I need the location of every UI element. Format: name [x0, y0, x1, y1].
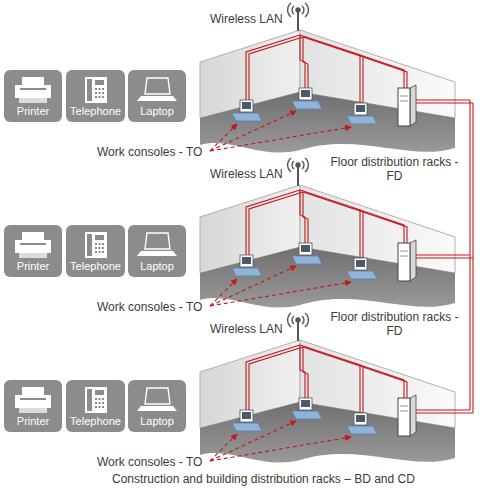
backbone-cable [472, 103, 473, 413]
icon-stroke [137, 406, 177, 411]
icon-stroke [145, 78, 170, 94]
device-tile: Telephone [66, 380, 125, 432]
device-tile: Telephone [66, 70, 125, 122]
device-name: Printer [17, 105, 49, 118]
device-icon [128, 73, 186, 107]
device-icon [4, 228, 62, 262]
icon-stroke [95, 88, 104, 98]
callout-label: Wireless LAN [208, 12, 285, 26]
icon-stroke [85, 387, 107, 413]
icon-stroke [19, 408, 47, 413]
callout-label: Floor distribution racks - FD [325, 155, 464, 183]
device-tile: Printer [4, 70, 62, 122]
device-icon [67, 228, 125, 262]
icon-stroke [20, 398, 46, 400]
device-icon [67, 73, 125, 107]
callout-label: Construction and building distribution r… [110, 472, 417, 486]
icon-stroke [145, 388, 170, 404]
icon-stroke [22, 232, 44, 241]
icon-stroke [19, 253, 47, 258]
icon-stroke [15, 240, 51, 253]
device-name: Laptop [140, 415, 174, 428]
callout-label: Floor distribution racks - FD [325, 310, 464, 338]
device-tile: Printer [4, 225, 62, 277]
icon-stroke [137, 251, 177, 256]
icon-stroke [22, 77, 44, 86]
icon-stroke [22, 387, 44, 396]
icon-stroke [19, 98, 47, 103]
icon-stroke [15, 395, 51, 408]
callout-label: Work consoles - TO [95, 455, 204, 469]
device-icon [67, 383, 125, 417]
backbone-cable [469, 100, 470, 410]
floor-level [200, 3, 473, 152]
device-icon [128, 228, 186, 262]
device-icon [4, 73, 62, 107]
callout-label: Work consoles - TO [95, 145, 204, 159]
device-name: Printer [17, 415, 49, 428]
device-tile: Printer [4, 380, 62, 432]
icon-stroke [20, 88, 46, 90]
callout-label: Wireless LAN [208, 322, 285, 336]
device-name: Printer [17, 260, 49, 273]
icon-stroke [137, 96, 177, 101]
callout-label: Work consoles - TO [95, 300, 204, 314]
icon-stroke [85, 232, 107, 258]
device-name: Telephone [70, 105, 121, 118]
icon-stroke [95, 243, 104, 253]
device-tile: Laptop [128, 70, 186, 122]
device-tile: Laptop [128, 380, 186, 432]
icon-stroke [87, 79, 92, 101]
icon-stroke [95, 80, 104, 85]
device-name: Laptop [140, 105, 174, 118]
icon-stroke [145, 233, 170, 249]
device-name: Laptop [140, 260, 174, 273]
icon-stroke [87, 389, 92, 411]
icon-stroke [87, 234, 92, 256]
device-name: Telephone [70, 260, 121, 273]
device-icon [128, 383, 186, 417]
device-icon [4, 383, 62, 417]
icon-stroke [95, 390, 104, 395]
icon-stroke [95, 235, 104, 240]
device-tile: Laptop [128, 225, 186, 277]
icon-stroke [20, 243, 46, 245]
device-name: Telephone [70, 415, 121, 428]
icon-stroke [95, 398, 104, 408]
icon-stroke [15, 85, 51, 98]
icon-stroke [85, 77, 107, 103]
device-tile: Telephone [66, 225, 125, 277]
callout-label: Wireless LAN [208, 167, 285, 181]
